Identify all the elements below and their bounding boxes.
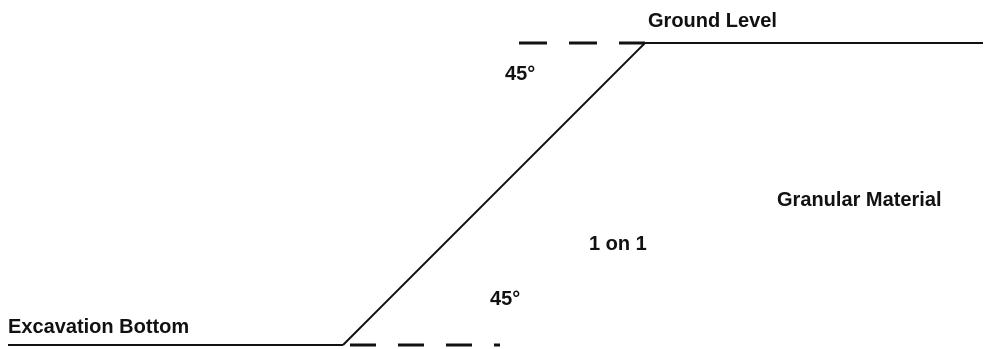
angle-bottom-label: 45°	[490, 288, 520, 310]
slope-line	[342, 42, 646, 346]
slope-ratio-label: 1 on 1	[589, 233, 647, 255]
angle-top-label: 45°	[505, 63, 535, 85]
ground-level-label: Ground Level	[648, 10, 777, 32]
granular-material-label: Granular Material	[777, 189, 942, 211]
excavation-bottom-label: Excavation Bottom	[8, 316, 189, 338]
